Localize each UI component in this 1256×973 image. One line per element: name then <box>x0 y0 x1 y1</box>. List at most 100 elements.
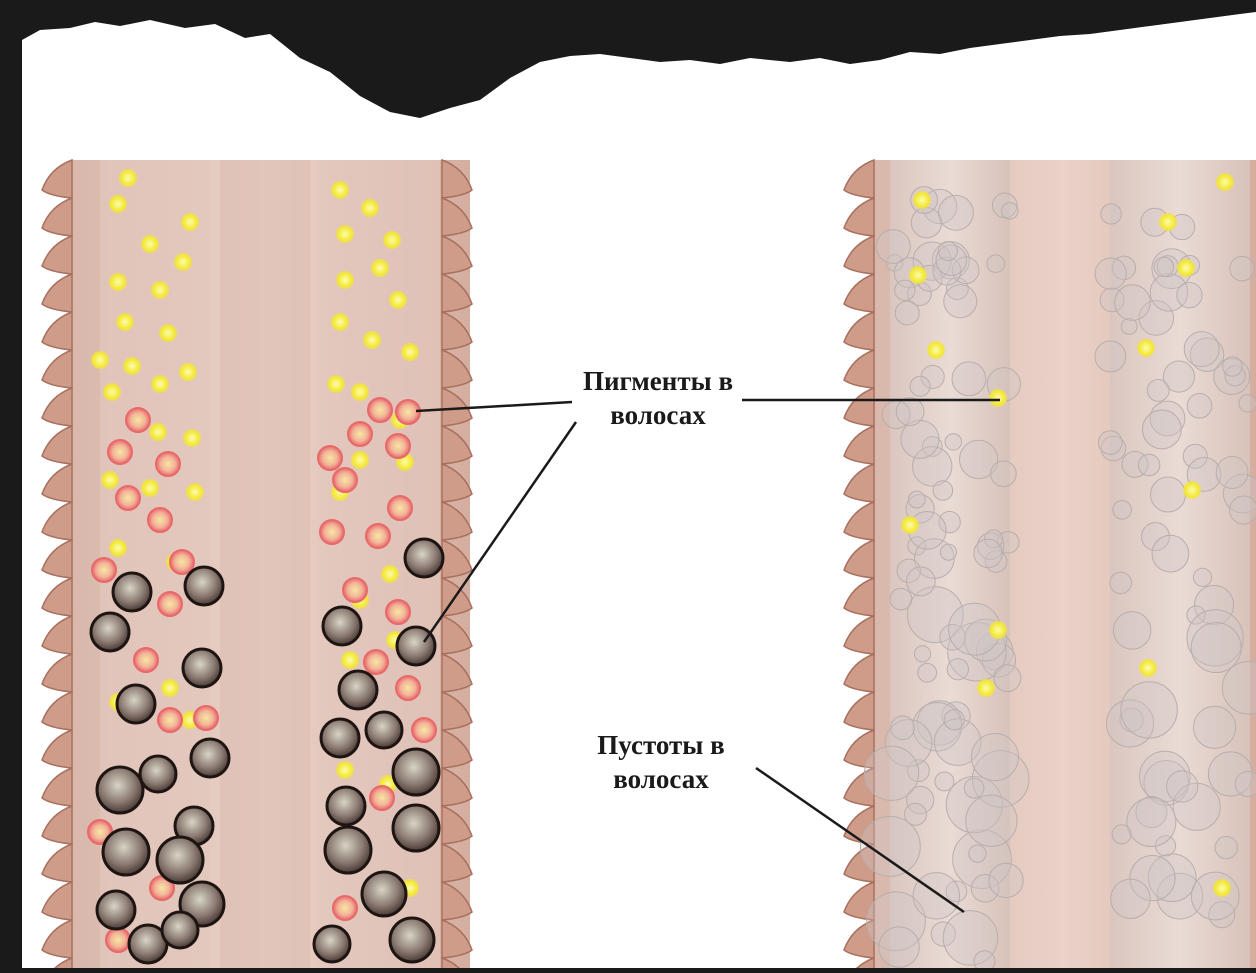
pigment-yellow <box>174 253 192 271</box>
void-bubble <box>1098 431 1122 455</box>
pigment-red <box>370 786 394 810</box>
pigment-yellow <box>1183 481 1201 499</box>
pigment-yellow <box>183 429 201 447</box>
void-bubble <box>1152 535 1189 572</box>
pigment-yellow <box>179 363 197 381</box>
pigment-yellow <box>363 331 381 349</box>
void-bubble <box>1191 872 1239 920</box>
pigment-yellow <box>327 375 345 393</box>
pigment-yellow <box>989 621 1007 639</box>
pigment-yellow <box>141 479 159 497</box>
pigment-yellow <box>181 213 199 231</box>
void-bubble <box>1095 341 1126 372</box>
pigment-dark <box>393 749 439 795</box>
void-bubble <box>890 588 912 610</box>
pigment-yellow <box>381 565 399 583</box>
pigment-red <box>333 896 357 920</box>
pigment-yellow <box>1216 173 1234 191</box>
pigment-yellow <box>331 313 349 331</box>
pigment-red <box>388 496 412 520</box>
pigment-yellow <box>151 281 169 299</box>
pigment-red <box>348 422 372 446</box>
void-bubble <box>1112 825 1131 844</box>
pigment-red <box>106 928 130 952</box>
void-bubble <box>1111 879 1150 918</box>
pigment-dark <box>162 912 198 948</box>
void-bubble <box>1223 357 1242 376</box>
pigment-yellow <box>186 483 204 501</box>
pigment-dark <box>393 805 439 851</box>
void-bubble <box>933 481 953 501</box>
label-pigments-line2: волосах <box>548 398 768 432</box>
pigment-yellow <box>901 516 919 534</box>
pigment-yellow <box>361 199 379 217</box>
pigment-yellow <box>109 539 127 557</box>
pigment-yellow <box>109 195 127 213</box>
void-bubble <box>918 663 937 682</box>
void-bubble <box>944 285 977 318</box>
void-bubble <box>1235 771 1256 796</box>
void-bubble <box>1113 612 1150 649</box>
pigment-red <box>386 600 410 624</box>
void-bubble <box>944 710 964 730</box>
pigment-red <box>170 550 194 574</box>
void-bubble <box>940 544 956 560</box>
pigment-yellow <box>351 383 369 401</box>
void-bubble <box>935 772 954 791</box>
pigment-yellow <box>141 235 159 253</box>
pigment-yellow <box>1139 659 1157 677</box>
pigment-yellow <box>101 471 119 489</box>
pigment-dark <box>321 719 359 757</box>
pigment-yellow <box>371 259 389 277</box>
pigment-dark <box>97 891 135 929</box>
pigment-red <box>158 592 182 616</box>
pigment-dark <box>140 756 176 792</box>
pigment-yellow <box>336 761 354 779</box>
pigment-yellow <box>149 423 167 441</box>
pigment-dark <box>366 712 402 748</box>
void-bubble <box>1184 332 1219 367</box>
void-bubble <box>938 242 957 261</box>
void-bubble <box>1216 457 1248 489</box>
pigment-yellow <box>1177 259 1195 277</box>
void-bubble <box>1101 204 1121 224</box>
void-bubble <box>908 491 925 508</box>
void-bubble <box>1138 454 1160 476</box>
void-bubble <box>945 434 962 451</box>
pigment-yellow <box>151 375 169 393</box>
void-bubble <box>1215 836 1237 858</box>
paper-gap <box>22 130 1256 162</box>
pigment-yellow <box>341 651 359 669</box>
pigment-dark <box>325 827 371 873</box>
pigment-yellow <box>336 271 354 289</box>
pigment-yellow <box>909 266 927 284</box>
pigment-yellow <box>927 341 945 359</box>
pigment-red <box>396 676 420 700</box>
pigment-yellow <box>109 273 127 291</box>
pigment-yellow <box>103 383 121 401</box>
pigment-yellow <box>913 191 931 209</box>
void-bubble <box>989 863 1023 897</box>
pigment-red <box>108 440 132 464</box>
void-bubble <box>901 420 939 458</box>
pigment-yellow <box>123 357 141 375</box>
void-bubble <box>913 873 959 919</box>
void-bubble <box>1113 500 1132 519</box>
pigment-dark <box>157 837 203 883</box>
void-bubble <box>1142 410 1181 449</box>
pigment-dark <box>191 739 229 777</box>
void-bubble <box>947 659 968 680</box>
pigment-red <box>368 398 392 422</box>
label-voids-line2: волосах <box>556 762 766 796</box>
pigment-red <box>386 434 410 458</box>
pigment-dark <box>327 787 365 825</box>
label-pigments: Пигменты в волосах <box>548 364 768 432</box>
void-bubble <box>991 461 1017 487</box>
void-bubble <box>864 746 918 800</box>
pigment-yellow <box>336 225 354 243</box>
void-bubble <box>895 280 915 300</box>
pigment-red <box>366 524 390 548</box>
pigment-red <box>158 708 182 732</box>
right-hair-shaft <box>844 160 1256 968</box>
pigment-dark <box>117 685 155 723</box>
